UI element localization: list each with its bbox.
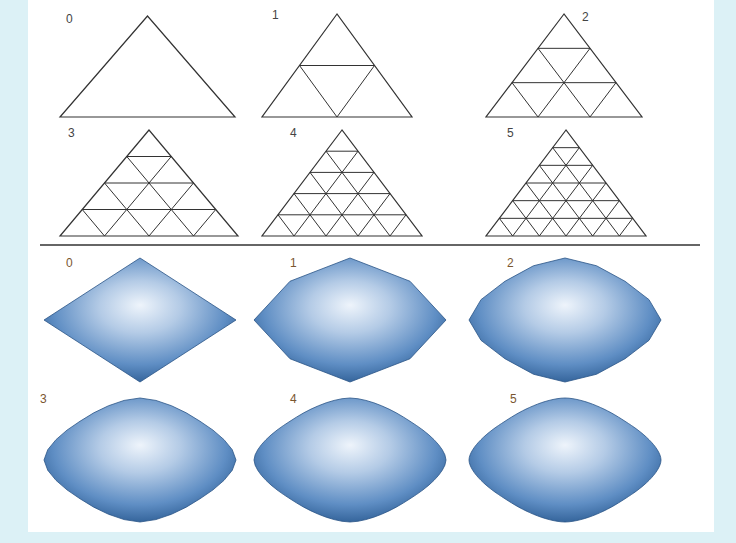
subdivision-edge [499,218,632,219]
subdivision-edge [278,214,406,215]
subdivision-edge [526,183,606,184]
triangle-mesh [486,130,646,236]
smoothed-shape [44,398,236,522]
subdivision-edge [127,157,194,237]
subdivision-edge [82,209,216,210]
triangle-outline [262,14,412,117]
level-number: 5 [508,392,519,406]
level-number: 5 [505,126,516,140]
level-number: 0 [64,12,75,26]
smoothed-shape [254,258,446,382]
triangle-mesh [262,130,422,236]
subdivision-edge [619,218,632,236]
smoothed-shape [44,258,236,382]
triangle-mesh [60,130,238,236]
subdivision-edge [194,210,216,237]
triangle-mesh [60,16,235,117]
subdivision-edge [337,66,375,118]
subdivision-edge [300,66,338,118]
smoothed-shape [469,258,661,382]
subdivision-edge [553,148,620,236]
level-number: 3 [38,392,49,406]
triangle-outline [486,14,642,117]
subdivision-edge [326,172,374,236]
subdivision-edge [105,183,194,184]
level-number: 2 [505,256,516,270]
subdivision-edge [82,210,104,237]
subdivision-edge [326,151,358,152]
smoothed-shapes [44,258,661,522]
level-number: 4 [288,126,299,140]
triangle-mesh [262,14,412,117]
subdivision-edge [294,193,390,194]
triangle-outline [60,16,235,117]
level-number: 1 [288,256,299,270]
smoothed-shape [254,398,446,522]
smoothed-shape [469,398,661,522]
subdivision-edge [105,157,172,237]
subdivision-edge [553,147,580,148]
subdivision-edge [590,83,616,117]
subdivision-edge [310,172,358,236]
subdivision-edge [539,165,592,166]
subdivision-edge [538,48,590,49]
subdivision-edge [512,82,616,83]
triangle-mesh [486,14,642,117]
level-number: 0 [64,256,75,270]
triangle-outline [486,130,646,236]
subdivision-edge [499,218,512,236]
subdivision-edge [566,183,606,236]
level-number: 3 [66,126,77,140]
level-number: 4 [288,392,299,406]
subdivision-edge [310,172,374,173]
level-number: 1 [270,8,281,22]
subdivision-edge [526,183,566,236]
subdivision-edge [512,83,538,117]
triangle-outline [60,130,238,236]
triangle-meshes [60,14,646,236]
subdivision-edge [278,215,294,236]
level-number: 2 [580,10,591,24]
triangle-outline [262,130,422,236]
subdivision-edge [513,200,620,201]
subdivision-edge [127,156,172,157]
subdivision-edge [390,215,406,236]
subdivision-edge [300,65,375,66]
separator-line [40,244,700,246]
subdivision-edge [513,148,580,236]
